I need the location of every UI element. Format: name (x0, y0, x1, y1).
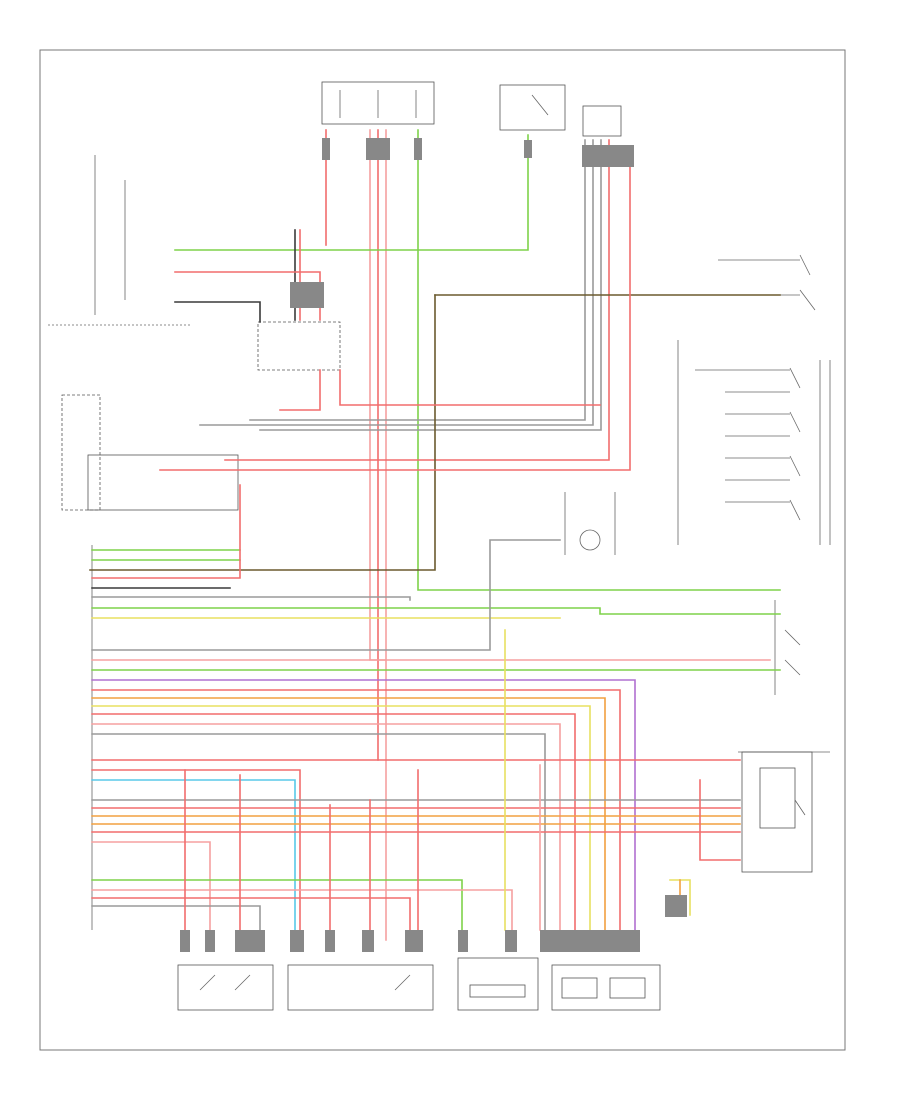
bottom-sensor-4 (551, 964, 661, 1011)
overdrive-switch (774, 600, 801, 695)
wires-horizontal (91, 484, 781, 931)
right-switch-top (718, 254, 816, 311)
right-range-switch (677, 340, 831, 545)
tcm-connector (582, 105, 622, 137)
left-module (61, 394, 239, 511)
pin-marks (180, 138, 687, 952)
speed-sensor (564, 492, 616, 555)
wires-vertical (89, 129, 781, 941)
stop-light-switch (738, 751, 830, 873)
left-top-connector (48, 155, 190, 326)
central-module (257, 321, 341, 371)
bottom-sensor-2 (287, 964, 434, 1011)
bottom-sensor-3 (457, 957, 539, 1011)
diagram-frame (39, 49, 846, 1051)
fuse-box-connector (321, 81, 435, 125)
bottom-sensor-1 (177, 964, 274, 1011)
unit-connector (499, 84, 566, 131)
